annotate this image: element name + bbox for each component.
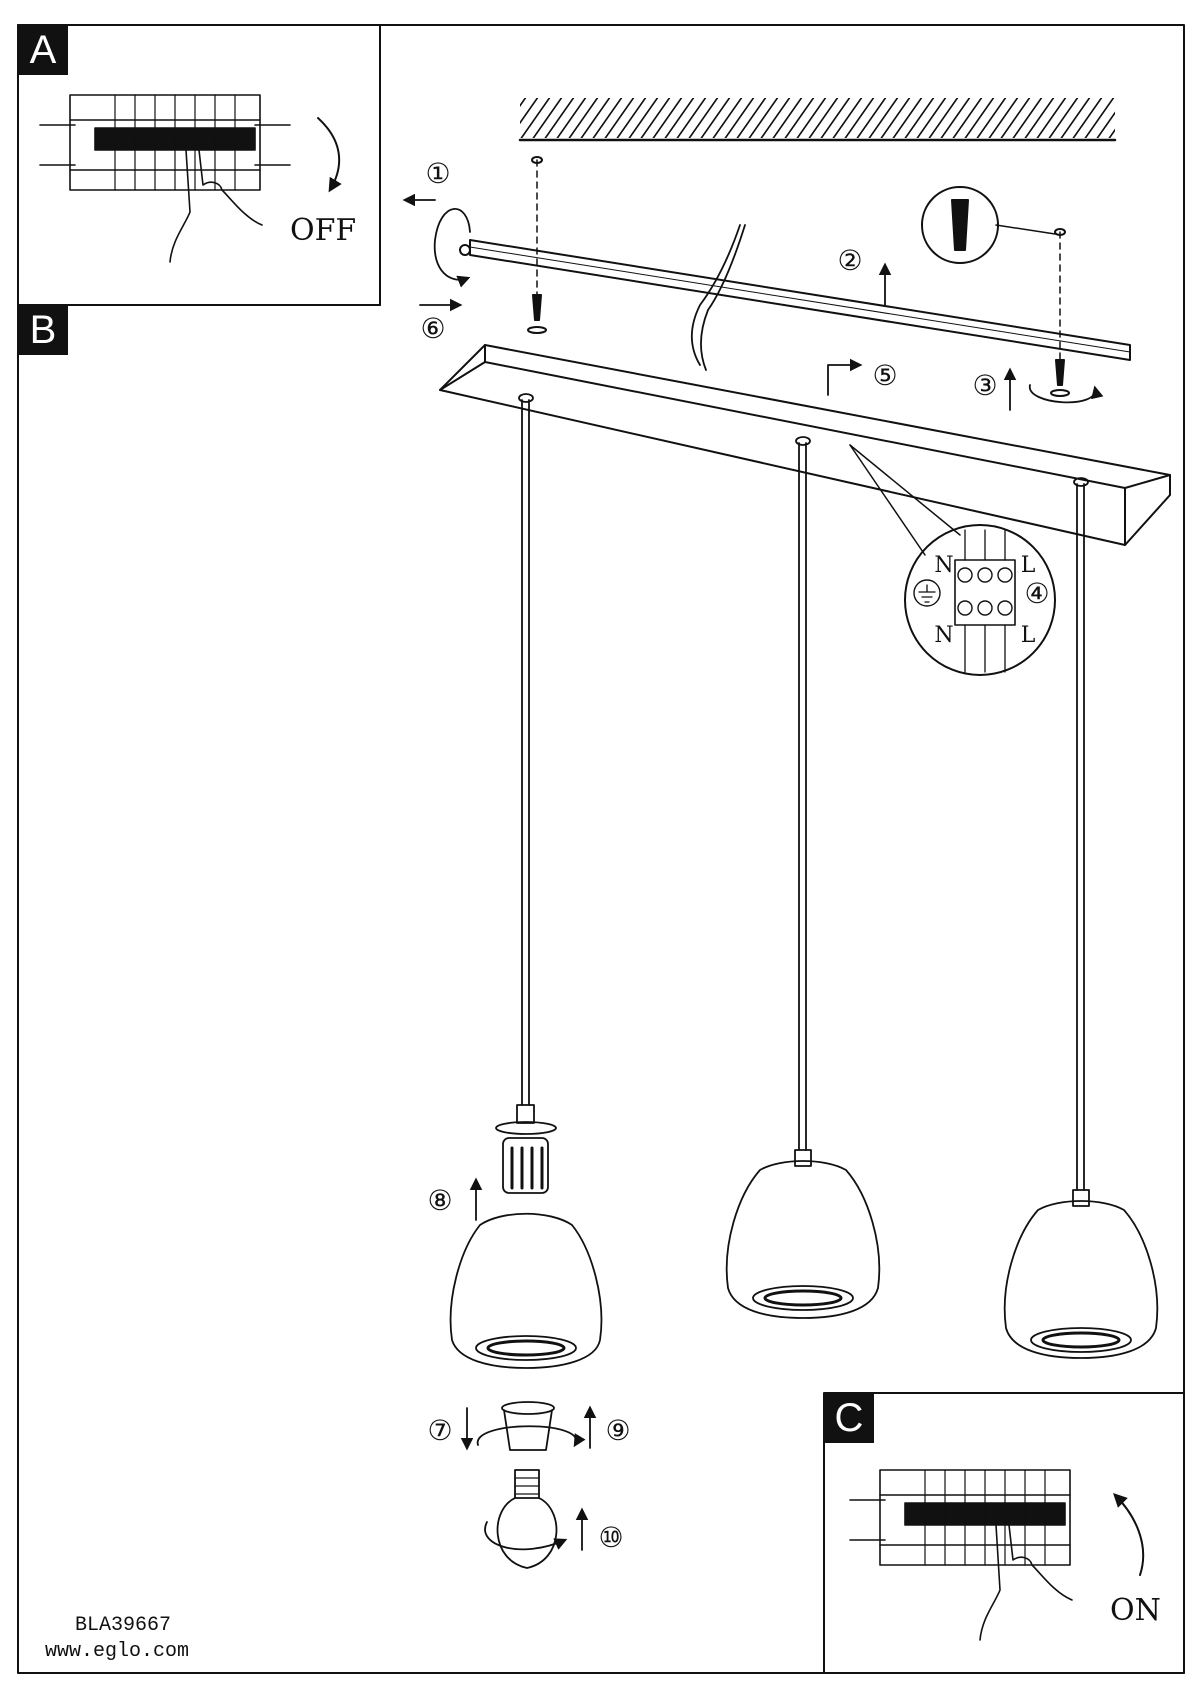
breaker-box-icon — [849, 1469, 1071, 1566]
page-frame — [17, 24, 1185, 1674]
panel-a-state: OFF — [290, 213, 356, 248]
panel-b: B — [17, 304, 381, 355]
step-2-label: ② — [837, 244, 862, 277]
ceiling-hatch — [520, 98, 1115, 138]
hand-icon — [979, 1516, 1073, 1641]
panel-c-label: C — [835, 1396, 864, 1440]
step-arrows — [402, 193, 1017, 411]
step-6-label: ⑥ — [420, 312, 445, 345]
website-link[interactable]: www.eglo.com — [45, 1640, 189, 1663]
mains-cable — [690, 224, 746, 371]
glass-shade-left — [449, 1212, 603, 1369]
light-bulb-icon — [484, 1469, 568, 1569]
step-3-label: ③ — [972, 369, 997, 402]
step-5-label: ⑤ — [872, 359, 897, 392]
screw-right-icon — [1029, 228, 1104, 404]
panel-a-label-box — [18, 25, 68, 75]
glass-shade-middle — [725, 1149, 881, 1319]
terminal-n-bottom: N — [934, 623, 953, 648]
off-arrow-icon — [317, 117, 342, 193]
terminal-block-detail: N L N L ④ — [849, 444, 1056, 676]
step-10-label: ⑩ — [598, 1521, 623, 1554]
on-arrow-icon — [1113, 1493, 1145, 1576]
panel-a: A OFF — [17, 24, 381, 306]
terminal-n-top: N — [934, 553, 953, 578]
step-1-label: ① — [425, 157, 450, 190]
screw-left-icon — [527, 156, 547, 334]
panel-b-label-box — [18, 305, 68, 355]
wall-anchor-detail-icon — [921, 186, 1056, 264]
terminal-l-top: L — [1021, 553, 1036, 578]
terminal-l-bottom: L — [1021, 623, 1036, 648]
bulb-socket-ring-icon — [477, 1401, 586, 1451]
step-9-label: ⑨ — [605, 1414, 630, 1447]
step-8-label: ⑧ — [427, 1184, 452, 1217]
panel-a-label: A — [30, 28, 57, 72]
mounting-bracket — [459, 239, 1131, 361]
suspension-cables — [518, 393, 1089, 1191]
breaker-box-icon — [39, 94, 291, 191]
hand-icon — [169, 141, 263, 263]
lamp-holder-icon — [495, 1104, 557, 1194]
panel-b-label: B — [30, 308, 57, 352]
glass-shade-right — [1003, 1189, 1159, 1359]
panel-c-label-box — [824, 1393, 874, 1443]
step-4-label: ④ — [1024, 577, 1049, 610]
panel-c: C ON — [823, 1392, 1185, 1674]
ground-icon — [913, 579, 941, 607]
document-code: BLA39667 — [75, 1614, 171, 1637]
panel-c-state: ON — [1110, 1593, 1161, 1628]
step-7-label: ⑦ — [427, 1414, 452, 1447]
